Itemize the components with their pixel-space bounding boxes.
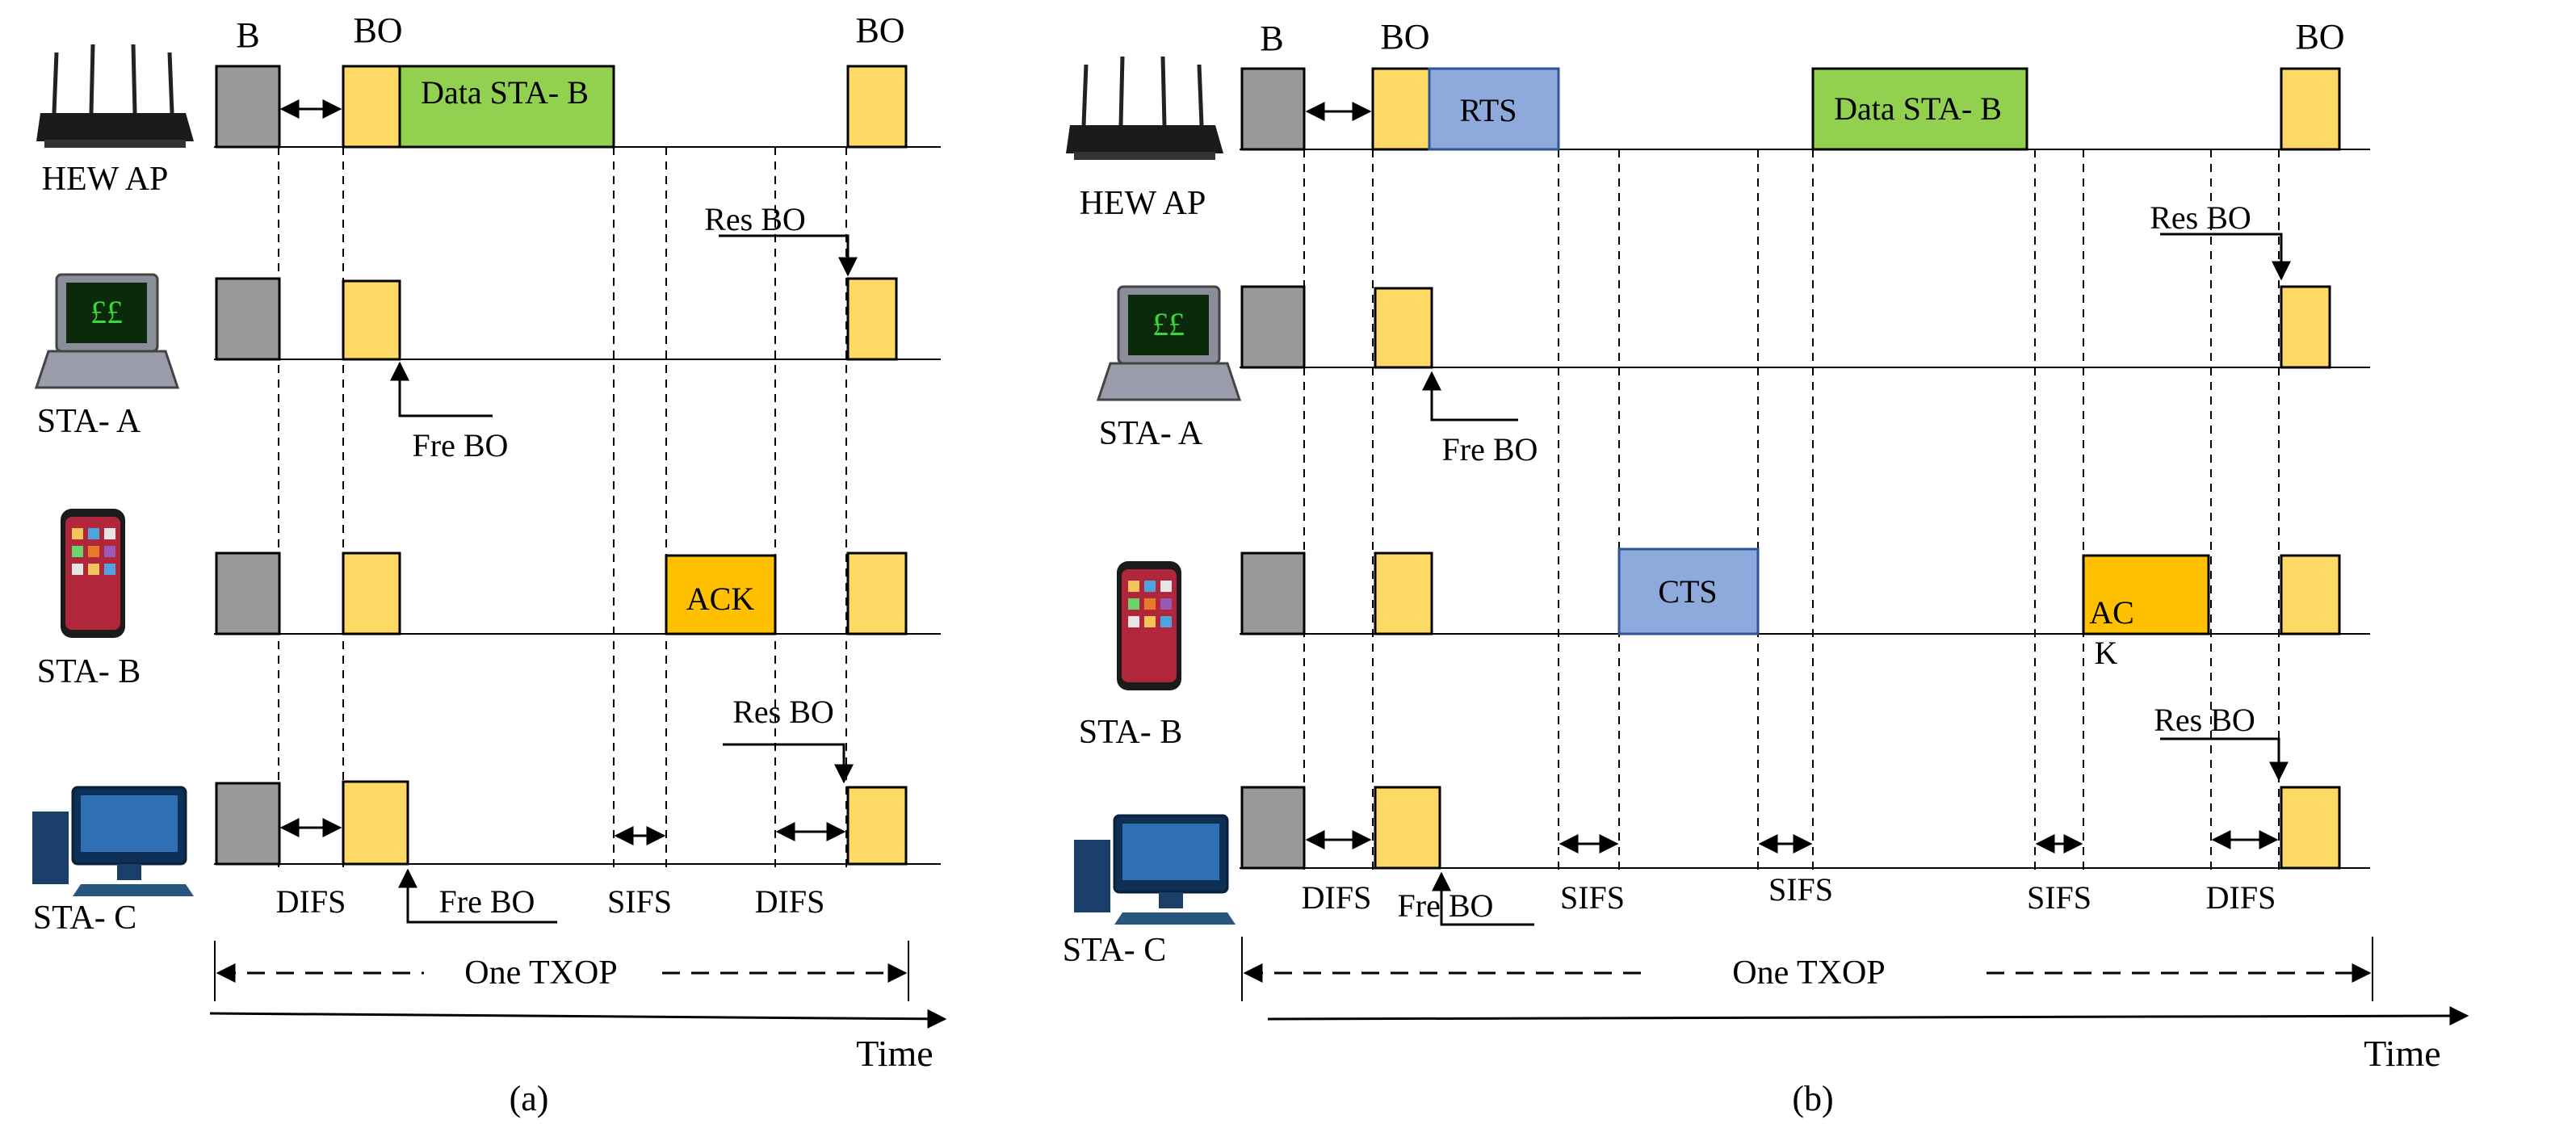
b-label: B [1260,19,1283,58]
fre-bo-arrow-sta-a [390,361,493,417]
busy-block-sta-c [215,782,281,866]
backoff-block-sta-a-end [846,277,898,361]
txop-label: One TXOP [1732,954,1885,992]
sifs-label-3: SIFS [2027,879,2091,916]
laptop-screen-glyph: ££ [1152,306,1185,342]
busy-block-sta-b [215,552,281,635]
backoff-block-sta-b [342,552,401,635]
node-label-sta-b: STA- B [37,653,141,690]
cts-block [1617,547,1760,635]
rts-label: RTS [1460,92,1517,128]
laptop-icon: ££ [34,273,180,389]
caption-b: (b) [1792,1079,1833,1118]
data-frame-block [398,65,615,149]
bo-label-right: BO [855,10,904,50]
backoff-block-sta-b-end [2280,554,2341,635]
data-frame-label: Data STA- B [421,74,589,111]
res-bo-arrow-sta-a [2160,233,2291,281]
bo-label-left: BO [353,10,402,50]
node-label-sta-c: STA- C [33,900,136,937]
ack-block [2082,554,2210,635]
backoff-block-sta-c-end [2280,786,2341,870]
bo-label-right: BO [2295,17,2344,57]
data-frame-label: Data STA- B [1834,90,2002,127]
bo-label-left: BO [1380,17,1429,57]
router-icon [36,44,194,148]
difs-label-2: DIFS [755,883,825,920]
laptop-screen-glyph: ££ [90,294,123,330]
ack-label-line1: AC [2089,594,2134,631]
caption-a: (a) [510,1079,549,1118]
b-label: B [236,15,259,55]
backoff-block-sta-c [1374,786,1441,870]
fre-bo-label-sta-c: Fre BO [439,883,535,920]
difs-label-1: DIFS [1302,879,1372,916]
time-axis [1267,1006,2469,1026]
rts-block [1428,67,1560,151]
busy-block-sta-b [1240,552,1306,635]
sifs-label: SIFS [607,883,672,920]
res-bo-label-sta-a: Res BO [704,201,806,237]
time-label: Time [856,1033,933,1074]
backoff-block-ap [342,65,401,149]
laptop-icon: ££ [1096,285,1242,401]
res-bo-label-sta-c: Res BO [2154,702,2255,738]
difs-label-2: DIFS [2206,879,2276,916]
ack-label-line2: K [2095,635,2118,671]
ack-label: ACK [686,581,755,617]
time-axis [209,1009,947,1029]
backoff-block-sta-a [342,279,401,361]
backoff-block-sta-b-end [846,552,908,635]
backoff-block-sta-b [1374,552,1433,635]
txop-label: One TXOP [464,954,617,992]
timing-gridlines [278,147,847,868]
res-bo-label-sta-c: Res BO [732,694,834,730]
fre-bo-arrow-sta-c [398,868,557,924]
busy-block-ap [1240,67,1306,151]
fre-bo-arrow-sta-a [1422,371,1518,422]
node-label-sta-c: STA- C [1063,932,1166,969]
node-label-sta-a: STA- A [37,403,141,440]
fre-bo-label-sta-a: Fre BO [1442,431,1538,468]
fre-bo-label-sta-c: Fre BO [1398,887,1494,924]
difs-label-1: DIFS [276,883,346,920]
router-icon [1066,56,1223,160]
fre-bo-arrow-sta-c [1432,871,1534,926]
sifs-label-2: SIFS [1768,871,1833,908]
backoff-block-sta-c-end [846,786,908,866]
res-bo-arrow-sta-c [2160,737,2289,782]
busy-block-sta-a [215,277,281,361]
smartphone-icon [61,509,125,638]
res-bo-arrow-sta-c [723,743,854,784]
node-label-hew-ap: HEW AP [1080,185,1206,222]
sifs-label-1: SIFS [1560,879,1625,916]
fre-bo-label-sta-a: Fre BO [413,427,509,463]
backoff-block-sta-c [342,780,409,866]
backoff-block-ap-end [2280,67,2341,151]
smartphone-icon [1117,561,1181,690]
backoff-block-sta-a [1374,287,1433,369]
backoff-block-sta-a-end [2280,285,2331,369]
res-bo-label-sta-a: Res BO [2150,199,2251,236]
busy-block-sta-c [1240,786,1306,870]
desktop-computer-icon [32,786,194,896]
desktop-computer-icon [1074,814,1236,925]
data-frame-block [1811,67,2028,151]
res-bo-arrow-sta-a [719,234,858,277]
busy-block-sta-a [1240,285,1306,369]
timing-gridlines [1303,149,2280,872]
node-label-sta-b: STA- B [1079,714,1182,751]
node-label-sta-a: STA- A [1099,415,1203,452]
panel-a: ££ HEW AP STA- A STA- B STA- C [32,10,947,1118]
busy-block-ap [215,65,281,149]
ack-block [665,554,777,635]
backoff-block-ap [1371,67,1431,151]
panel-b: ££ HEW AP STA- A STA- B STA- C [1063,17,2469,1118]
node-label-hew-ap: HEW AP [42,161,169,198]
cts-label: CTS [1658,573,1717,610]
time-label: Time [2364,1033,2440,1074]
backoff-block-ap-end [846,65,908,149]
